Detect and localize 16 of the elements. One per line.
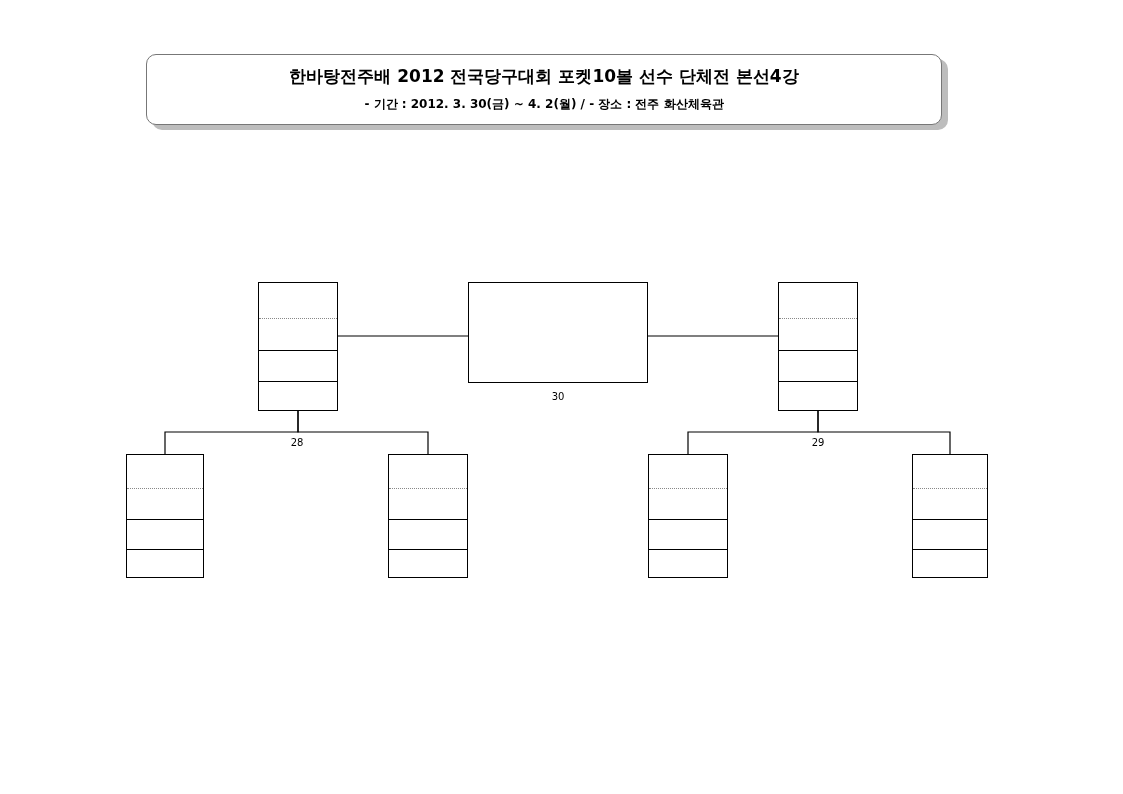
match-box [648,454,728,578]
bracket-line [297,410,429,455]
match-number: 30 [550,391,566,402]
match-box [778,282,858,411]
final-box [468,282,648,383]
bracket-line [817,410,951,455]
title: 한바탕전주배 2012 전국당구대회 포켓10볼 선수 단체전 본선4강 [288,65,800,88]
bracket-line [647,335,779,337]
match-box [388,454,468,578]
subtitle: - 기간 : 2012. 3. 30(금) ~ 4. 2(월) / - 장소 : 전주 화산체육관 [363,96,725,113]
bracket-line [337,335,469,337]
match-box [126,454,204,578]
match-number: 29 [810,437,826,448]
match-box [258,282,338,411]
match-number: 28 [289,437,305,448]
match-box [912,454,988,578]
